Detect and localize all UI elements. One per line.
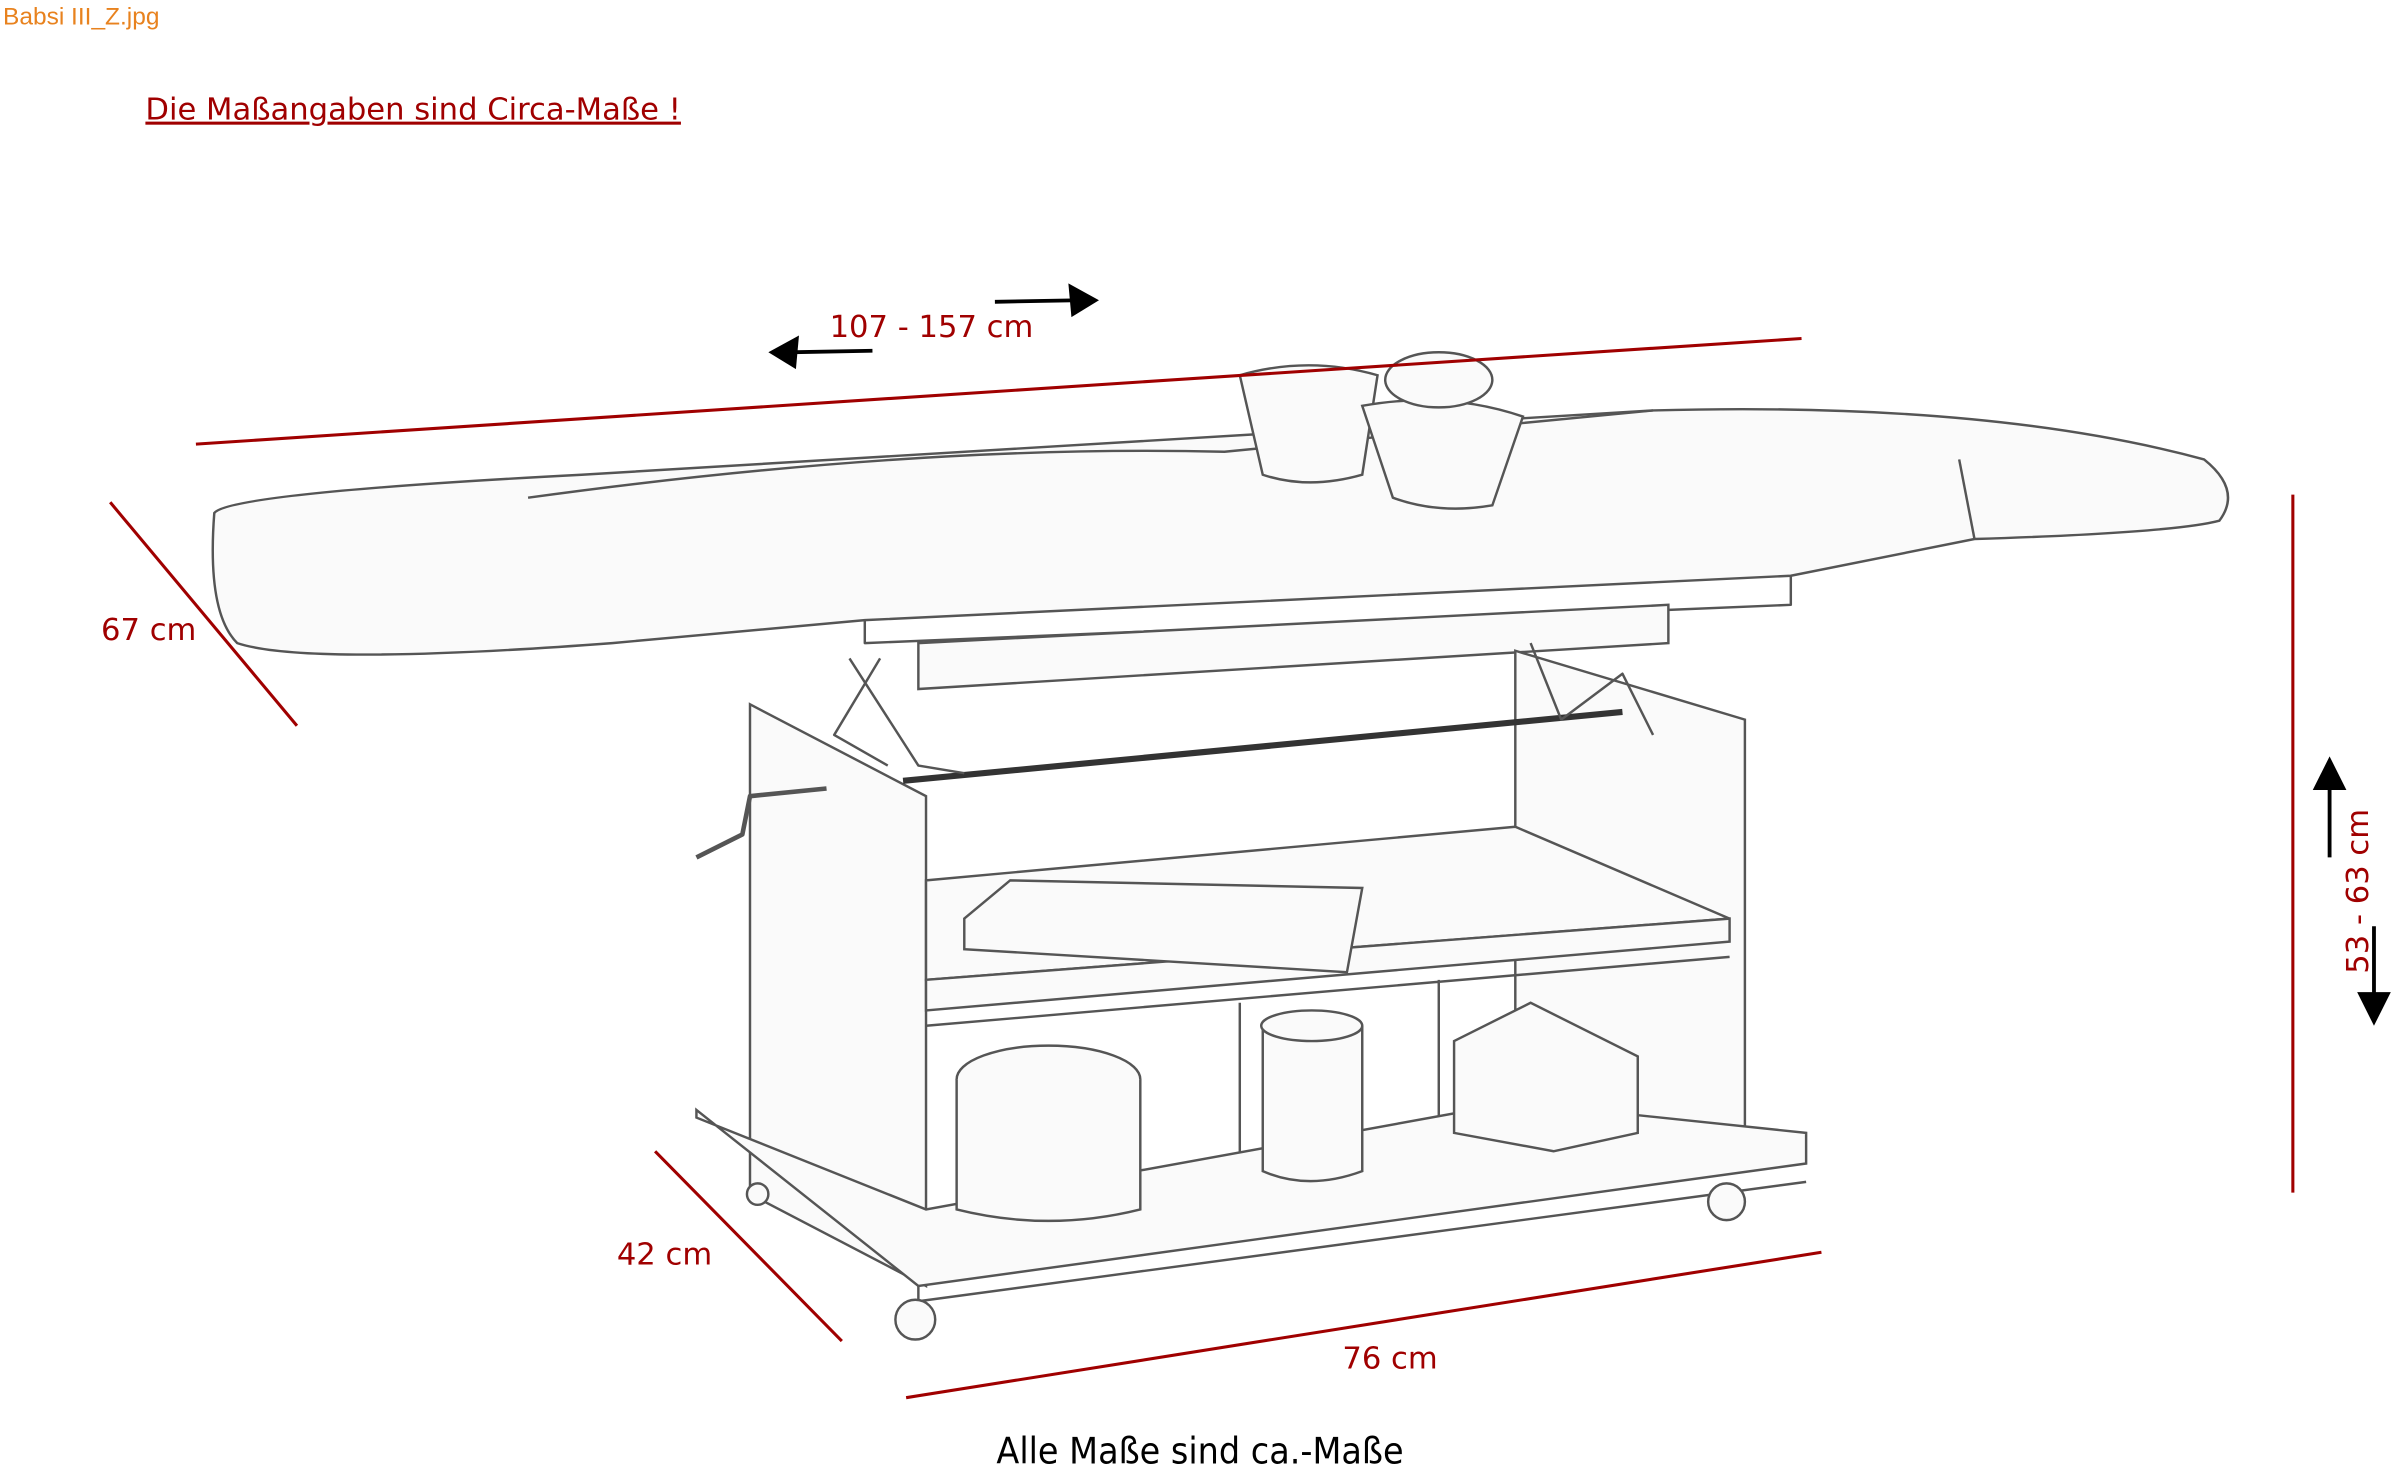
base-depth-label: 42 cm: [617, 1238, 712, 1273]
caption: Alle Maße sind ca.-Maße: [996, 1430, 1403, 1473]
depth-label: 67 cm: [101, 613, 196, 648]
base-length-label: 76 cm: [1342, 1342, 1437, 1377]
base-length-dimension-line: [905, 1250, 1822, 1400]
file-name: Babsi III_Z.jpg: [3, 4, 159, 31]
height-down-arrow-icon: [2357, 926, 2391, 1026]
extend-right-arrow-icon: [994, 283, 1099, 318]
extend-left-arrow-icon: [768, 335, 873, 370]
depth-dimension-line: [109, 501, 299, 727]
height-label: 53 - 63 cm: [2341, 809, 2376, 974]
base-depth-dimension-line: [654, 1150, 843, 1343]
length-dimension-line: [195, 336, 1802, 446]
coffee-table-drawing: [211, 351, 2230, 1341]
length-label: 107 - 157 cm: [830, 310, 1034, 345]
height-up-arrow-icon: [2312, 756, 2347, 858]
title-note: Die Maßangaben sind Circa-Maße !: [145, 93, 681, 128]
